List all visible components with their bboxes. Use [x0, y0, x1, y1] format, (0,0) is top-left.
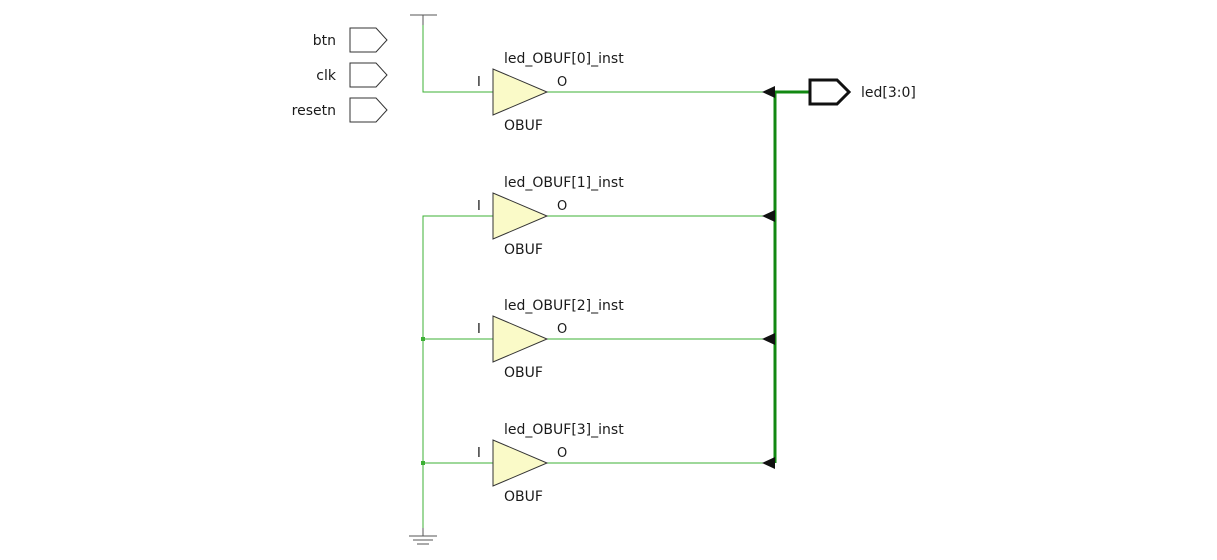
input-pin-label: I: [477, 322, 481, 337]
output-pin-label: O: [557, 446, 567, 461]
buffer-triangle[interactable]: [492, 68, 549, 116]
cell-type-label: OBUF: [504, 242, 543, 258]
output-port-shape[interactable]: [808, 78, 852, 106]
net-vcc[interactable]: [422, 25, 493, 93]
input-port-shape[interactable]: [349, 97, 388, 123]
bus-rip-arrow: [762, 457, 775, 469]
bus-rip-arrow: [762, 210, 775, 222]
net-gnd[interactable]: [422, 215, 493, 528]
instance-name-label: led_OBUF[2]_inst: [504, 298, 624, 314]
bus-rip-arrow: [762, 86, 775, 98]
input-port-clk[interactable]: clk: [316, 62, 388, 88]
output-port[interactable]: led[3:0]: [808, 78, 916, 106]
led-bus[interactable]: [762, 86, 810, 469]
buffer-triangle[interactable]: [492, 439, 549, 487]
net-junction-dot: [421, 461, 425, 465]
input-port-label: clk: [316, 68, 337, 84]
input-port-label: btn: [313, 33, 336, 49]
input-port-btn[interactable]: btn: [313, 27, 388, 53]
output-pin-label: O: [557, 199, 567, 214]
buffer-triangle[interactable]: [492, 315, 549, 363]
net-layer: [421, 25, 765, 528]
input-pin-label: I: [477, 199, 481, 214]
input-pin-label: I: [477, 75, 481, 90]
instance-name-label: led_OBUF[3]_inst: [504, 422, 624, 438]
ground-symbol: [409, 528, 437, 545]
input-port-shape[interactable]: [349, 27, 388, 53]
cell-type-label: OBUF: [504, 489, 543, 505]
vcc-symbol: [410, 14, 437, 25]
output-port-label: led[3:0]: [861, 85, 916, 101]
input-port-group: btn clk resetn: [292, 27, 388, 123]
net-junction-dot: [421, 337, 425, 341]
input-pin-label: I: [477, 446, 481, 461]
output-pin-label: O: [557, 75, 567, 90]
cell-type-label: OBUF: [504, 365, 543, 381]
cell-type-label: OBUF: [504, 118, 543, 134]
input-port-shape[interactable]: [349, 62, 388, 88]
instance-name-label: led_OBUF[0]_inst: [504, 51, 624, 67]
input-port-label: resetn: [292, 103, 336, 119]
buffer-triangle[interactable]: [492, 192, 549, 240]
output-pin-label: O: [557, 322, 567, 337]
input-port-resetn[interactable]: resetn: [292, 97, 388, 123]
bus-rip-arrow: [762, 333, 775, 345]
instance-name-label: led_OBUF[1]_inst: [504, 175, 624, 191]
